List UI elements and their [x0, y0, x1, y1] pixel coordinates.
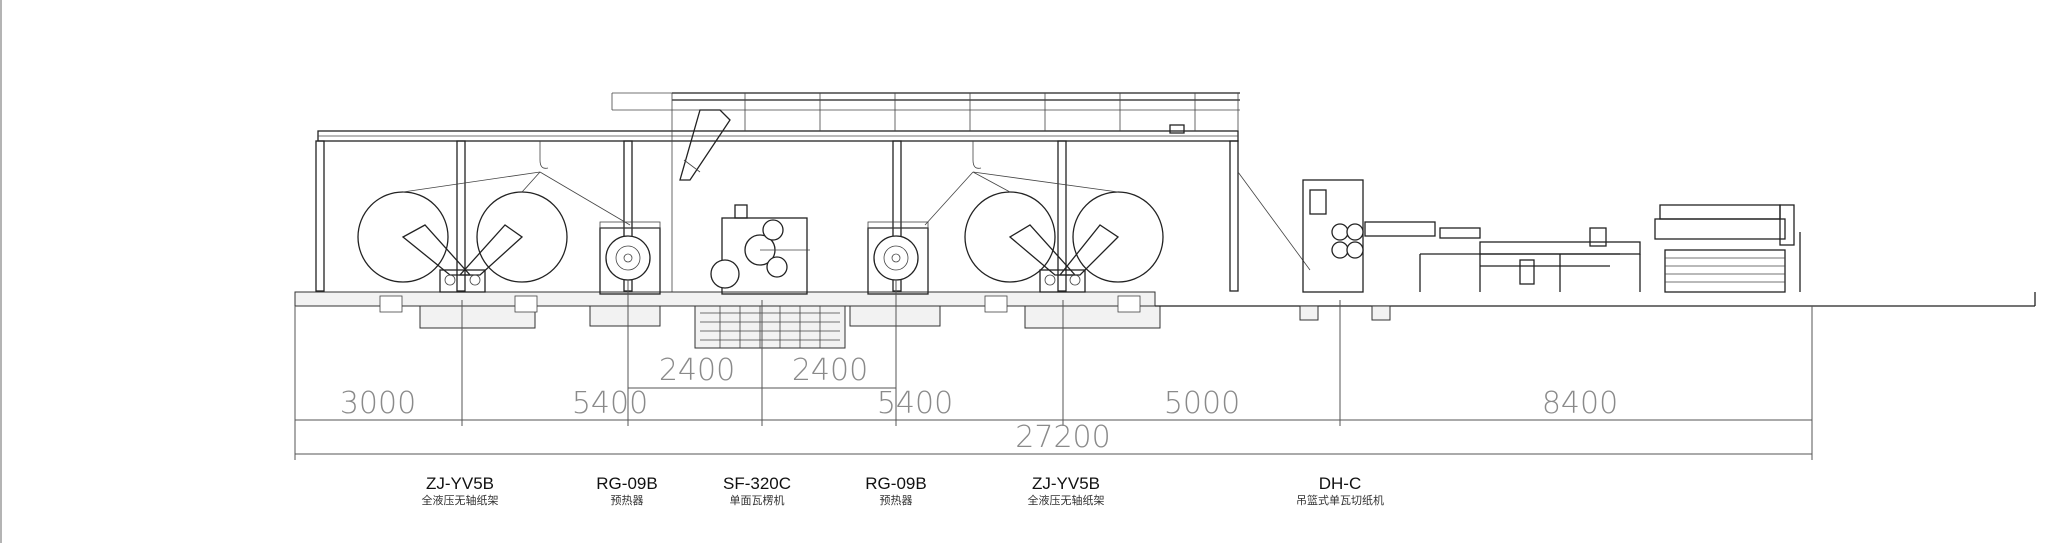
dim-8400: 8400: [1542, 386, 1618, 421]
machine-desc-4: 预热器: [880, 494, 913, 507]
dim-2400-left: 2400: [659, 353, 735, 388]
machine-model-5: ZJ-YV5B: [1032, 474, 1100, 493]
foundation: [294, 291, 2036, 349]
machine-labels: ZJ-YV5B 全液压无轴纸架 RG-09B 预热器 SF-320C 单面瓦楞机…: [422, 474, 1385, 507]
machine-model-1: ZJ-YV5B: [426, 474, 494, 493]
machine-desc-2: 预热器: [611, 494, 644, 507]
machine-desc-6: 吊篮式单瓦切纸机: [1296, 493, 1384, 507]
machine-desc-5: 全液压无轴纸架: [1028, 493, 1105, 507]
dim-total-27200: 27200: [1015, 420, 1110, 455]
dim-5000: 5000: [1164, 386, 1240, 421]
preheater-left: [599, 221, 661, 295]
paper-roll-stand-right: [924, 171, 1311, 293]
paper-roll-stand-left: [357, 171, 631, 293]
overhead-bridge: [315, 92, 1240, 300]
dim-5400-left: 5400: [572, 386, 648, 421]
preheater-right: [867, 221, 929, 295]
dim-3000: 3000: [340, 386, 416, 421]
single-facer: [679, 109, 810, 295]
stacker: [1654, 204, 1801, 293]
single-facer-pit-grid: [700, 306, 840, 348]
machine-desc-1: 全液压无轴纸架: [422, 493, 499, 507]
machine-model-4: RG-09B: [865, 474, 926, 493]
machine-model-6: DH-C: [1319, 474, 1362, 493]
machine-desc-3: 单面瓦楞机: [730, 493, 785, 507]
dim-5400-right: 5400: [877, 386, 953, 421]
machine-model-3: SF-320C: [723, 474, 791, 493]
dimension-labels: 3000 5400 2400 2400 5400 5000 8400 27200: [340, 353, 1618, 455]
dimension-lines: [294, 280, 1813, 460]
machine-model-2: RG-09B: [596, 474, 657, 493]
cutter-machine: [1302, 179, 1641, 293]
dim-2400-right: 2400: [792, 353, 868, 388]
